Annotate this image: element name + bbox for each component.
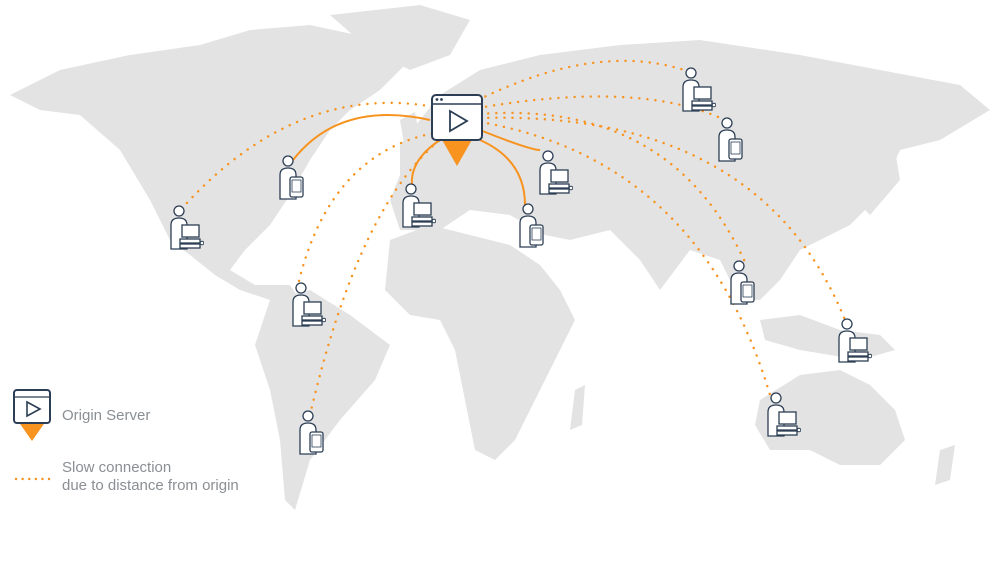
continents: [10, 5, 990, 510]
user-desktop-icon: [292, 282, 326, 327]
slow-connections: [183, 59, 847, 417]
legend-origin-label: Origin Server: [62, 407, 151, 424]
legend-origin-icon: [13, 389, 51, 441]
legend-slow-line2: due to distance from origin: [62, 477, 239, 494]
fast-connections: [292, 114, 541, 206]
legend-slow-line1: Slow connection: [62, 459, 172, 476]
user-desktop-icon: [838, 318, 872, 363]
connections: [183, 59, 847, 417]
origin-server-icon: [431, 94, 483, 166]
